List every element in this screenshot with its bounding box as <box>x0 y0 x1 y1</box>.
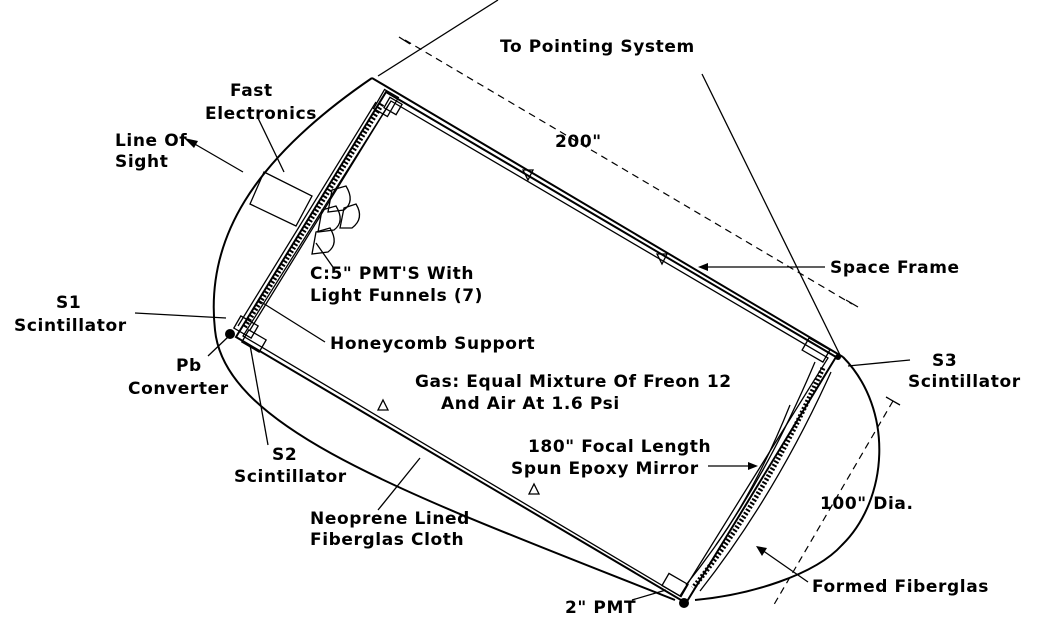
pmt-icon <box>317 205 341 233</box>
dimension-100-line <box>771 400 894 609</box>
formed-fiberglas-leader <box>761 549 809 583</box>
spun-epoxy-mirror <box>691 366 826 590</box>
bottom-pmt-block <box>661 572 689 598</box>
s2-leader <box>249 344 269 446</box>
pb-leader <box>207 336 229 357</box>
s1-leader <box>134 312 227 319</box>
label-s3-scintillator: Scintillator <box>908 372 1021 392</box>
outer-envelope-left-arc <box>212 77 676 601</box>
pointing-line-right <box>701 73 841 356</box>
space-frame-marker <box>527 482 541 495</box>
neoprene-leader <box>377 457 421 511</box>
label-neoprene-line2: Fiberglas Cloth <box>310 530 464 550</box>
label-s3: S3 <box>932 351 957 371</box>
label-100-dia: 100" Dia. <box>820 494 914 514</box>
s3-leader <box>847 359 911 367</box>
pmt-leader <box>315 242 336 271</box>
pb-converter-dot <box>225 329 235 339</box>
label-pmts-line2: Light Funnels (7) <box>310 286 483 306</box>
label-mirror-line2: Spun Epoxy Mirror <box>511 459 699 479</box>
label-pb: Pb <box>176 356 202 376</box>
bottom-pmt-dot <box>679 598 689 608</box>
pointing-line-left <box>377 0 499 77</box>
outer-envelope-right-arc <box>694 356 881 601</box>
label-formed-fiberglas: Formed Fiberglas <box>812 577 989 597</box>
label-line-of-sight-line1: Line Of <box>115 131 187 151</box>
label-s2: S2 <box>272 445 297 465</box>
label-line-of-sight-line2: Sight <box>115 152 168 172</box>
label-s2-scintillator: Scintillator <box>234 467 347 487</box>
label-gas-line2: And Air At 1.6 Psi <box>441 394 620 414</box>
space-frame-marker <box>521 169 535 182</box>
label-pmts-line1: C:5" PMT'S With <box>310 264 474 284</box>
fast-electronics-box <box>249 171 313 227</box>
space-frame-marker <box>376 398 390 411</box>
label-fast-electronics-line1: Fast <box>230 81 273 101</box>
label-neoprene-line1: Neoprene Lined <box>310 509 470 529</box>
top-rim-line <box>371 77 844 358</box>
label-to-pointing-system: To Pointing System <box>500 37 695 57</box>
label-pb-converter: Converter <box>128 379 229 399</box>
fast-electronics-leader <box>257 117 285 173</box>
s1-scintillator-block <box>232 315 260 339</box>
pmt-icon <box>311 227 335 255</box>
label-mirror-line1: 180" Focal Length <box>528 437 711 457</box>
label-honeycomb-support: Honeycomb Support <box>330 334 535 354</box>
label-gas-line1: Gas: Equal Mixture Of Freon 12 <box>415 372 732 392</box>
space-frame-marker <box>655 253 669 266</box>
dimension-200-line <box>404 39 853 305</box>
honeycomb-leader <box>257 299 326 343</box>
top-left-corner-block <box>372 88 400 118</box>
label-fast-electronics-line2: Electronics <box>205 104 317 124</box>
pmt-icon <box>339 203 361 229</box>
pmt-array <box>311 185 361 255</box>
pmt2-leader <box>631 589 667 601</box>
s3-scintillator-block <box>801 337 831 363</box>
label-200-inch: 200" <box>555 132 602 152</box>
label-space-frame: Space Frame <box>830 258 960 278</box>
label-2-inch-pmt: 2" PMT <box>565 598 636 618</box>
label-s1: S1 <box>56 293 81 313</box>
label-s1-scintillator: Scintillator <box>14 316 127 336</box>
line-of-sight-arrow <box>192 142 244 173</box>
